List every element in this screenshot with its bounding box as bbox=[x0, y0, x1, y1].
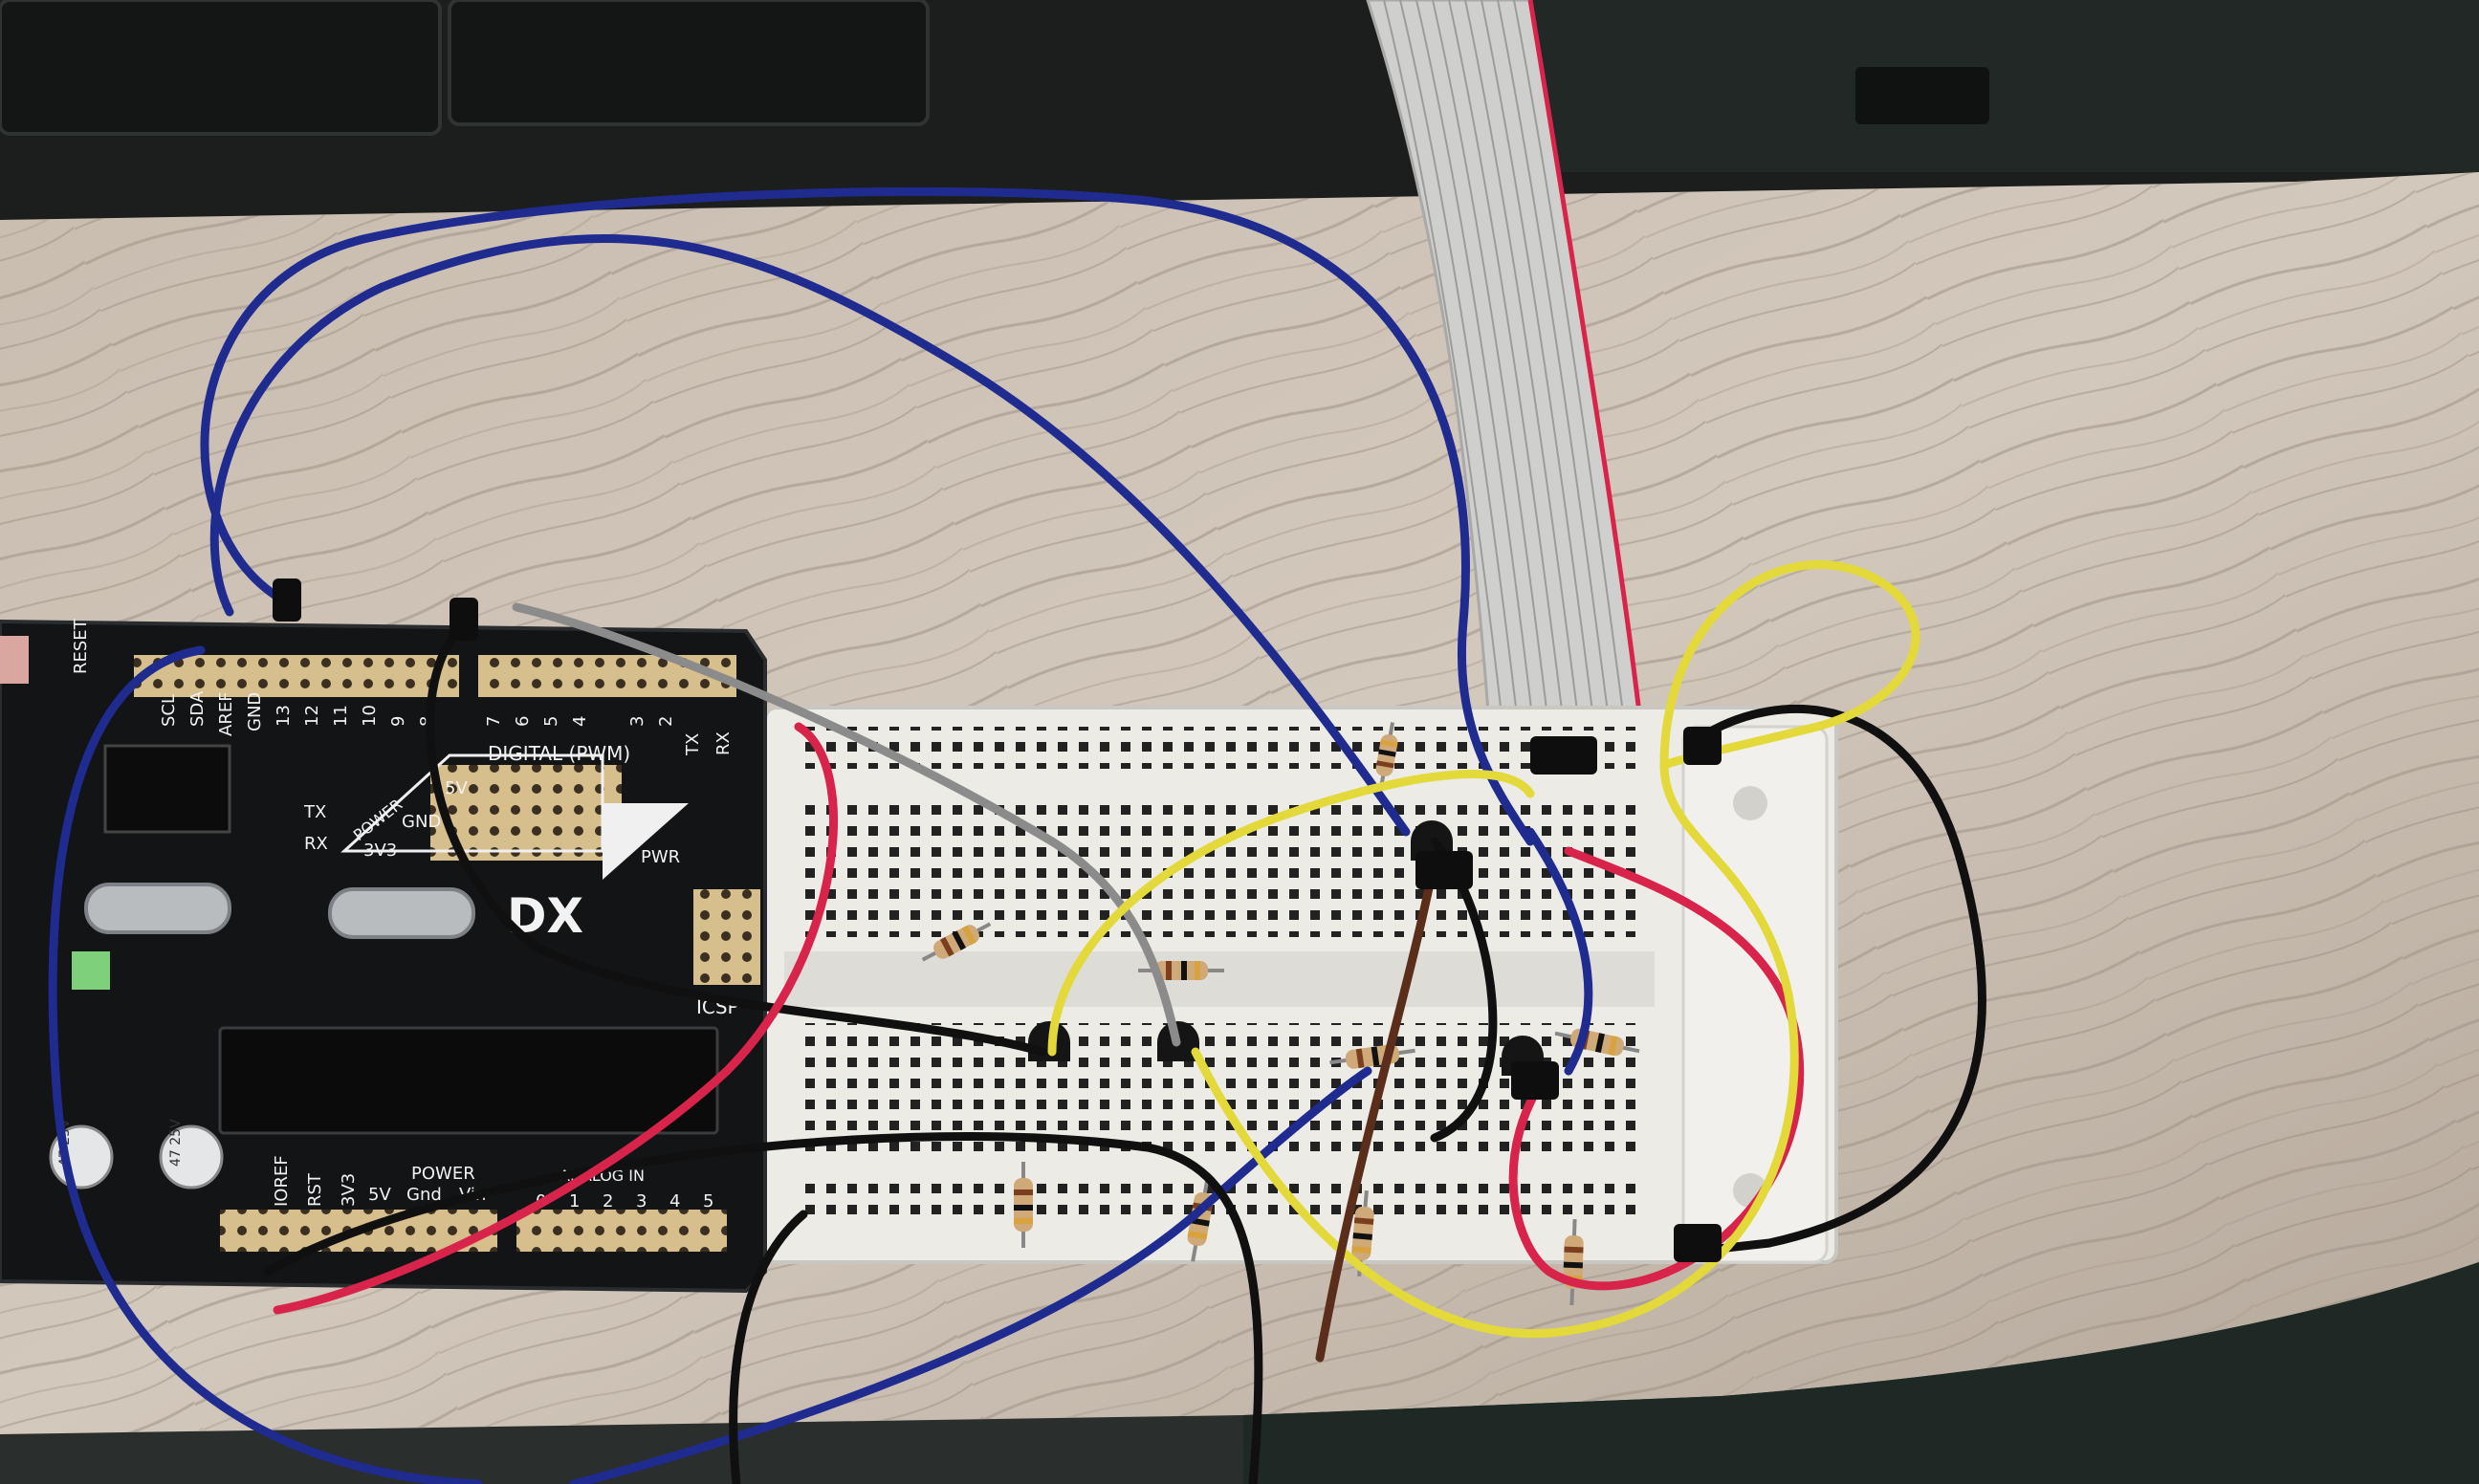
pin-label-aref: AREF bbox=[216, 691, 236, 736]
pin-label-9: 9 bbox=[388, 716, 408, 727]
arduino-board: RESET SCL SDA AREF GND 13 12 11 10 9 8 7… bbox=[0, 618, 767, 1294]
pin-label-rst: RST bbox=[305, 1172, 325, 1207]
pin-label-gnd-bottom: Gnd bbox=[406, 1185, 442, 1205]
pin-label-7: 7 bbox=[484, 716, 504, 727]
black-wire bbox=[426, 617, 1047, 1057]
pin-label-12: 12 bbox=[302, 705, 322, 727]
usb-interface-chip bbox=[103, 744, 231, 834]
brown-wire bbox=[1315, 856, 1439, 1363]
blue-wire bbox=[209, 234, 1411, 837]
laptop-key-right bbox=[448, 0, 930, 126]
crystal-oscillator bbox=[84, 883, 231, 934]
pin-label-13: 13 bbox=[274, 705, 294, 727]
five-v-label: 5V bbox=[445, 778, 468, 798]
pwr-label: PWR bbox=[641, 847, 680, 867]
breadboard-center-channel bbox=[784, 951, 1655, 1007]
capacitor-label: 47 25V bbox=[168, 1119, 184, 1167]
black-wire bbox=[263, 1132, 1263, 1484]
rx-led-label: RX bbox=[304, 834, 328, 854]
red-wire bbox=[273, 722, 838, 1315]
silkscreen-triangle bbox=[340, 753, 604, 853]
yellow-wire bbox=[1191, 560, 1920, 1338]
laptop-key-left bbox=[0, 0, 442, 136]
analog-pin-3: 3 bbox=[636, 1191, 647, 1211]
blue-wire bbox=[48, 645, 483, 1484]
pin-label-5v: 5V bbox=[368, 1185, 391, 1205]
blue-wire bbox=[1525, 827, 1593, 1076]
wire-plug bbox=[450, 598, 478, 641]
crystal-oscillator bbox=[328, 887, 475, 939]
status-led bbox=[72, 951, 110, 990]
analog-pin-2: 2 bbox=[603, 1191, 613, 1211]
reset-label: RESET bbox=[71, 618, 91, 674]
pin-label-11: 11 bbox=[331, 705, 351, 727]
laptop-port bbox=[1855, 67, 1989, 124]
gnd-label: GND bbox=[402, 812, 441, 832]
yellow-wire bbox=[1047, 770, 1535, 1057]
pin-label-10: 10 bbox=[360, 705, 380, 727]
wire-plug bbox=[1683, 727, 1722, 765]
resistor bbox=[1014, 1162, 1033, 1248]
resistor bbox=[1375, 722, 1398, 789]
pin-label-4: 4 bbox=[570, 716, 590, 727]
tx-led-label: TX bbox=[303, 802, 326, 822]
wire-plug bbox=[273, 578, 301, 622]
pin-label-sda: SDA bbox=[187, 690, 208, 727]
rx-label: RX bbox=[713, 731, 734, 755]
pin-label-ioref: IOREF bbox=[272, 1155, 292, 1207]
red-wire bbox=[1508, 846, 1805, 1291]
icsp-header bbox=[693, 889, 760, 985]
wire-plug bbox=[1674, 1224, 1722, 1262]
power-header-block bbox=[430, 765, 622, 861]
ribbon-cable-strands bbox=[1383, 0, 1631, 766]
capacitor bbox=[159, 1124, 224, 1189]
top-header-right bbox=[478, 655, 736, 697]
pin-label-3: 3 bbox=[627, 716, 647, 727]
laptop-side-panel bbox=[1511, 0, 2479, 172]
pin-label-3v3: 3V3 bbox=[339, 1173, 359, 1207]
resistor bbox=[921, 922, 992, 962]
breadboard-mount-hole bbox=[1733, 786, 1767, 820]
wire-plug bbox=[1511, 1061, 1559, 1100]
microcontroller-chip bbox=[218, 1026, 719, 1135]
pin-label-6: 6 bbox=[513, 716, 533, 727]
floor-shadow bbox=[1243, 1262, 2479, 1484]
black-wire bbox=[1678, 704, 1986, 1257]
wire-plug bbox=[1530, 736, 1597, 775]
blue-wire bbox=[200, 186, 1535, 846]
ribbon-cable-red-edge bbox=[1527, 0, 1648, 766]
analog-pin-4: 4 bbox=[669, 1191, 680, 1211]
analog-pin-1: 1 bbox=[569, 1191, 580, 1211]
wire-plugs bbox=[273, 578, 1722, 1262]
bottom-power-label: POWER bbox=[411, 1164, 475, 1184]
wire-plug bbox=[1415, 851, 1473, 889]
black-wire bbox=[729, 1210, 808, 1484]
bottom-header-analog bbox=[516, 1210, 727, 1252]
digital-label: DIGITAL (PWM) bbox=[488, 742, 630, 765]
pin-label-scl: SCL bbox=[159, 694, 179, 727]
analog-pin-5: 5 bbox=[703, 1191, 713, 1211]
tx-label: TX bbox=[683, 733, 703, 756]
breadboard-rail-top-holes bbox=[794, 727, 1645, 769]
three-v3-label: 3V3 bbox=[363, 840, 397, 861]
pin-label-2: 2 bbox=[656, 716, 676, 727]
resistor bbox=[1351, 1189, 1374, 1277]
pin-label-5: 5 bbox=[541, 716, 561, 727]
silkscreen-triangle bbox=[603, 803, 689, 880]
breadboard-upper-holes bbox=[794, 794, 1645, 937]
reset-button bbox=[0, 636, 29, 684]
gray-wire bbox=[512, 602, 1181, 1047]
pin-label-gnd: GND bbox=[245, 692, 265, 731]
top-header-left bbox=[134, 655, 459, 697]
